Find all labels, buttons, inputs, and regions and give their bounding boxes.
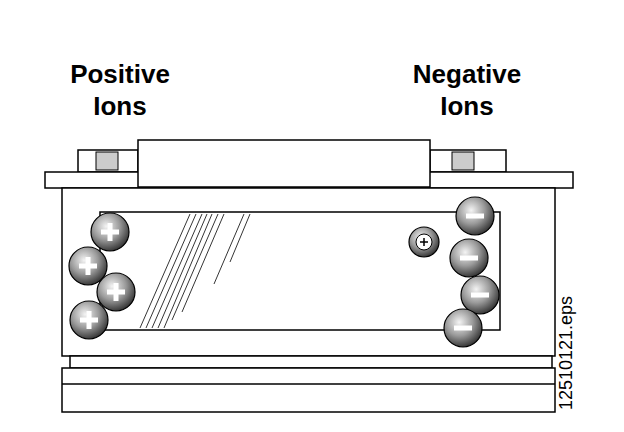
battery-case xyxy=(62,188,555,356)
negative-terminal xyxy=(430,150,506,172)
case-base xyxy=(62,368,555,412)
lid-cover xyxy=(138,140,430,187)
case-base-rim xyxy=(70,356,552,368)
positive-ions xyxy=(69,213,135,339)
ion-label: Positive Ions xyxy=(45,58,195,122)
negative-ions xyxy=(444,197,499,347)
reflection-hatching xyxy=(140,214,250,328)
case-panel xyxy=(100,212,500,330)
positive-terminal xyxy=(78,150,138,172)
ion-label: Negative Ions xyxy=(387,58,547,122)
file-code: 12510121.eps xyxy=(556,296,576,410)
moving-ion xyxy=(409,227,439,257)
